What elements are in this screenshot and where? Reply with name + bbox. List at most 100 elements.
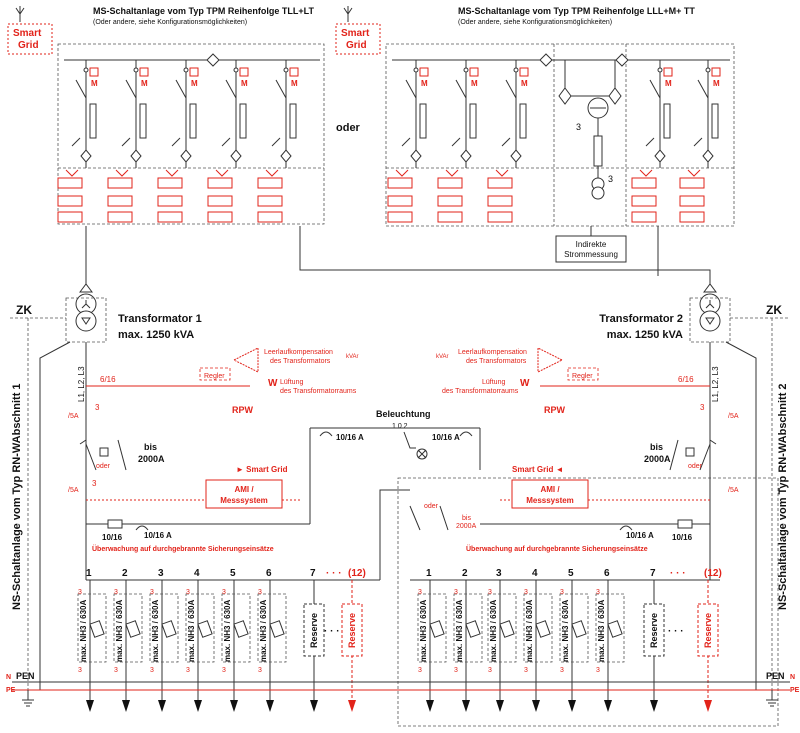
fuse-icon xyxy=(429,620,445,638)
fuse-icon xyxy=(125,620,141,638)
phases-right: L1, L2, L3 xyxy=(711,366,720,402)
fuse-icon xyxy=(499,620,515,638)
count-label: 3 xyxy=(488,589,492,596)
luftung-left-l1: Lüftung xyxy=(280,379,303,386)
count-label: 3 xyxy=(488,667,492,674)
bis-coupling-l1: bis xyxy=(462,515,471,522)
ami-right-l1: AMI / xyxy=(540,485,560,494)
nh3-label: max. NH3 / 630A xyxy=(561,600,570,662)
smart-grid-left-label: ► Smart Grid xyxy=(236,465,288,474)
pen-left: PEN xyxy=(16,671,35,681)
n-right: N xyxy=(790,674,795,681)
regler-left: Regler xyxy=(204,373,225,380)
smart-grid-left-l1: Smart xyxy=(13,28,42,39)
antenna-icon xyxy=(343,6,353,22)
leerlauf-r-l1: Leerlaufkompensation xyxy=(458,349,527,356)
motor-drive-icon xyxy=(139,67,149,77)
feeder-number: 2 xyxy=(122,568,128,579)
ms-feeder: M xyxy=(207,60,249,223)
feeder-number: 3 xyxy=(158,568,164,579)
reserve-feeder: (12)Reserve xyxy=(697,568,722,712)
uberwachung-right: Überwachung auf durchgebrannte Sicherung… xyxy=(466,544,648,553)
zk-left: ZK xyxy=(16,303,32,317)
smart-grid-right-l2: Grid xyxy=(346,40,367,51)
motor-label: M xyxy=(713,79,720,88)
ami-right-l2: Messsystem xyxy=(526,496,574,505)
lv-section-1: L1, L2, L3 6/16 3 Leerlaufkompensation d… xyxy=(68,342,380,712)
luftung-r-l2: des Transformatorraums xyxy=(442,388,519,395)
fuse-icon xyxy=(89,620,105,638)
transformer-2-rating: max. 1250 kVA xyxy=(607,329,683,341)
count-label: 3 xyxy=(92,479,97,488)
protection-relay-box xyxy=(631,177,657,223)
ms-feeder: M xyxy=(257,60,299,223)
count-label: 3 xyxy=(186,667,190,674)
nh3-label: max. NH3 / 630A xyxy=(489,600,498,662)
uberwachung-left: Überwachung auf durchgebrannte Sicherung… xyxy=(92,544,274,553)
feeder-number: (12) xyxy=(348,568,366,579)
count-label: 3 xyxy=(454,667,458,674)
ms-right-subtitle: (Oder andere, siehe Konfigurationsmöglic… xyxy=(458,19,612,26)
indirect-measure-l1: Indirekte xyxy=(576,240,607,249)
motor-drive-icon xyxy=(289,67,299,77)
count-label: 3 xyxy=(222,589,226,596)
count-label: 3 xyxy=(560,589,564,596)
w-right: W xyxy=(520,378,530,389)
motor-label: M xyxy=(421,79,428,88)
feeder-number: 2 xyxy=(462,568,468,579)
nh3-label: max. NH3 / 630A xyxy=(455,600,464,662)
transformer-2: Transformator 2 max. 1250 kVA xyxy=(599,283,757,690)
transformer-1-rating: max. 1250 kVA xyxy=(118,329,194,341)
indirect-measure-box xyxy=(555,235,627,263)
count-label: 3 xyxy=(560,667,564,674)
count-label: 3 xyxy=(418,667,422,674)
section-2-label: NS-Schaltanlage vom Typ RN-WAbschnitt 2 xyxy=(777,383,789,610)
lv-feeder: 5 max. NH3 / 630A 3 3 xyxy=(221,568,251,712)
oder-coupling: oder xyxy=(424,503,439,510)
fuse-1016a-left-lv: 10/16 A xyxy=(144,531,172,540)
reserve-label: Reserve xyxy=(649,613,659,648)
nh3-label: max. NH3 / 630A xyxy=(597,600,606,662)
motor-label: M xyxy=(241,79,248,88)
ct5a-right-2: /5A xyxy=(728,487,739,494)
motor-drive-icon xyxy=(239,67,249,77)
nh3-label: max. NH3 / 630A xyxy=(259,600,268,662)
protection-relay-box xyxy=(387,177,413,223)
fuse-icon xyxy=(161,620,177,638)
count-label: 3 xyxy=(258,589,262,596)
bis2000a-right-l1: bis xyxy=(650,442,663,452)
motor-label: M xyxy=(141,79,148,88)
fuse-1016a-light-left: 10/16 A xyxy=(336,433,364,442)
ms-left-title: MS-Schaltanlage vom Typ TPM Reihenfolge … xyxy=(93,6,314,16)
fuse-616-right: 6/16 xyxy=(678,375,694,384)
motor-label: M xyxy=(291,79,298,88)
fuse-icon xyxy=(269,620,285,638)
feeder-number: 5 xyxy=(230,568,236,579)
motor-drive-icon xyxy=(419,67,429,77)
ms-feeder: M xyxy=(437,60,479,223)
count-label: 3 xyxy=(222,667,226,674)
nh3-label: max. NH3 / 630A xyxy=(79,600,88,662)
luftung-left-l2: des Transformatorraums xyxy=(280,388,357,395)
ct5a-left-2: /5A xyxy=(68,487,79,494)
nh3-label: max. NH3 / 630A xyxy=(151,600,160,662)
ms-feeder: M xyxy=(679,60,721,223)
count-label: 3 xyxy=(114,589,118,596)
ms-feeder: M xyxy=(631,60,673,223)
continuation-dots: · · · xyxy=(326,568,342,579)
w-left: W xyxy=(268,378,278,389)
motor-label: M xyxy=(91,79,98,88)
ms-left-subtitle: (Oder andere, siehe Konfigurationsmöglic… xyxy=(93,19,247,26)
kvar-right: kVAr xyxy=(436,354,449,360)
nh3-label: max. NH3 / 630A xyxy=(187,600,196,662)
nh3-label: max. NH3 / 630A xyxy=(223,600,232,662)
